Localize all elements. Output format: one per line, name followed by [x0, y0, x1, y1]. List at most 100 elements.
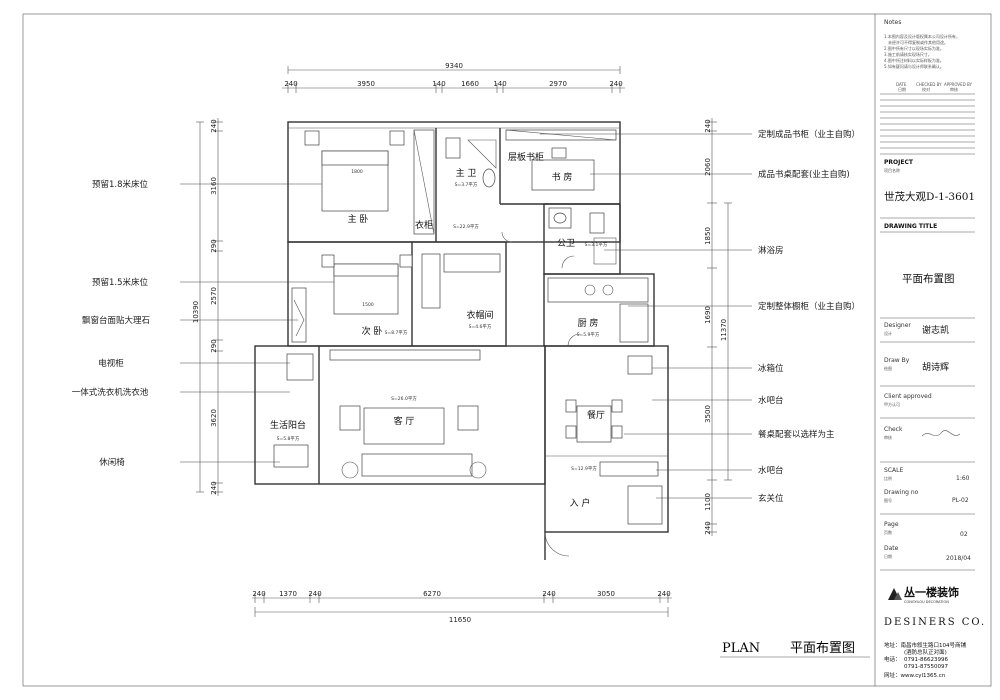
phone-label: 电话： [884, 655, 901, 663]
project-label-cn: 项目名称 [884, 167, 900, 173]
dining-area: S=12.9平方 [571, 465, 597, 472]
bottom-dim-6: 3050 [597, 590, 615, 598]
washing-machine [286, 353, 314, 381]
cloak-area: S=4.6平方 [469, 323, 492, 330]
left-label-4: 电视柜 [98, 358, 124, 369]
top-dim-1: 240 [284, 80, 297, 88]
designer-label: Designer [884, 322, 911, 329]
notes-line-4: 3.施工前请核实现场尺寸。 [884, 51, 932, 57]
designer-value: 谢志凯 [922, 324, 949, 336]
bottom-dim-3: 240 [308, 590, 321, 598]
bottom-dim-4: 6270 [423, 590, 441, 598]
notes-line-2: 未经许可不得复制或作其他用途。 [888, 39, 948, 45]
second-bedroom-label: 次 卧 [362, 325, 383, 337]
cloak-label: 衣帽间 [466, 309, 493, 321]
drawing-frame [22, 13, 992, 687]
designer-label-cn: 设计 [884, 330, 892, 336]
company-address: 地址：南昌市叙生路口104号商铺 [884, 641, 966, 649]
date-label-cn: 日期 [884, 553, 892, 559]
left-label-5: 一体式洗衣机洗衣池 [72, 387, 149, 398]
right-dim-7: 240 [704, 521, 712, 534]
bed-1500-label: 1500 [362, 302, 374, 308]
phone-1: 0791-86623996 [904, 657, 948, 663]
top-dimension-overall: 9340 [287, 62, 621, 74]
wardrobe-label: 衣柜 [415, 219, 433, 231]
right-label-7: 餐桌配套以选样为主 [758, 429, 835, 440]
bottom-dim-7: 240 [657, 590, 670, 598]
right-dim-5: 3500 [704, 405, 712, 423]
date-label: Date [884, 545, 899, 552]
table-head-approved: APPROVED BY [944, 82, 973, 87]
right-label-4: 定制整体橱柜（业主自购） [758, 301, 860, 312]
scale-label: SCALE [884, 467, 903, 474]
top-dim-6: 2970 [549, 80, 567, 88]
drawing-title-label: DRAWING TITLE [884, 223, 937, 230]
drawby-label-cn: 绘图 [884, 365, 892, 371]
sofa [361, 453, 473, 477]
leisure-chair [273, 444, 309, 468]
master-bath-area: S=3.7平方 [455, 181, 478, 188]
right-annotations: 定制成品书柜（业主自购） 成品书桌配套(业主自购) 淋浴房 定制整体橱柜（业主自… [540, 129, 860, 504]
left-dim-7: 240 [210, 481, 218, 494]
left-dimension-overall: 10390 [192, 121, 204, 493]
scale-value: 1:60 [956, 475, 970, 482]
master-area-label: S=22.9平方 [453, 223, 479, 230]
drawing-no-label: Drawing no [884, 489, 919, 496]
coffee-table [363, 407, 445, 445]
kitchen-label: 厨 房 [578, 317, 599, 329]
study-label: 书 房 [552, 171, 573, 183]
plan-title: PLAN 平面布置图 [720, 641, 870, 658]
tv-cabinet [329, 349, 481, 361]
notes-line-3: 2.图中所有尺寸以现场实际为准。 [884, 45, 944, 51]
bottom-dimension-overall: 11650 [254, 607, 669, 624]
balcony-label: 生活阳台 [270, 419, 306, 431]
public-bath-label: 公卫 [557, 238, 575, 249]
entry-label: 入 户 [570, 497, 591, 509]
left-annotations: 预留1.8米床位 预留1.5米床位 飘窗台面贴大理石 电视柜 一体式洗衣机洗衣池… [72, 179, 334, 468]
right-dim-1: 240 [704, 119, 712, 132]
left-label-3: 飘窗台面贴大理石 [82, 315, 150, 326]
notes-line-6: 5.如有疑问请与设计师联系确认。 [884, 63, 944, 69]
study-desk [531, 159, 595, 191]
notes-heading: Notes [884, 19, 901, 26]
drawing-no-value: PL-02 [952, 497, 969, 504]
right-dimension-overall: 11370 [720, 202, 732, 481]
date-value: 2018/04 [946, 555, 971, 562]
living-room-label: 客 厅 [394, 415, 415, 427]
right-label-6: 水吧台 [758, 395, 784, 406]
shelf-label: 层板书柜 [508, 151, 544, 163]
living-area: S=26.0平方 [391, 395, 417, 402]
check-signature [921, 430, 961, 437]
right-label-2: 成品书桌配套(业主自购) [758, 169, 850, 180]
top-dim-5: 140 [493, 80, 506, 88]
top-dim-3: 140 [432, 80, 445, 88]
project-label: PROJECT [884, 159, 914, 166]
plan-title-cn: 平面布置图 [790, 641, 855, 656]
table-head-date: DATE [896, 82, 907, 87]
left-label-1: 预留1.8米床位 [92, 179, 149, 190]
right-dim-2: 2060 [704, 158, 712, 176]
designers-co: DESINERS CO. [884, 617, 986, 628]
title-block: Notes 1.本图内容及设计版权属本公司设计所有， 未经许可不得复制或作其他用… [880, 19, 986, 679]
left-overall-dim: 10390 [192, 301, 200, 323]
left-dim-2: 3160 [210, 177, 218, 195]
page-value: 02 [960, 531, 968, 538]
drawing-title-value: 平面布置图 [902, 273, 955, 285]
left-dim-4: 2570 [210, 287, 218, 305]
bottom-dim-1: 240 [252, 590, 265, 598]
right-dim-4: 1690 [704, 306, 712, 324]
check-label-cn: 审核 [884, 434, 892, 440]
company-address-2: (酒防总队正对面) [904, 648, 947, 656]
right-label-9: 玄关位 [758, 493, 784, 504]
master-bath-label: 主 卫 [456, 167, 477, 179]
kitchen-cabinet [547, 277, 649, 303]
table-head-approved-cn: 审核 [950, 86, 958, 92]
client-label-cn: 甲方认可 [884, 401, 900, 407]
second-bedroom-area: S=8.7平方 [385, 329, 408, 336]
top-dim-2: 3950 [357, 80, 375, 88]
dining-table [576, 405, 612, 443]
balcony-area: S=5.8平方 [277, 435, 300, 442]
right-label-8: 水吧台 [758, 465, 784, 476]
bottom-dimension-chain: 240 1370 240 6270 240 3050 240 [252, 590, 672, 603]
